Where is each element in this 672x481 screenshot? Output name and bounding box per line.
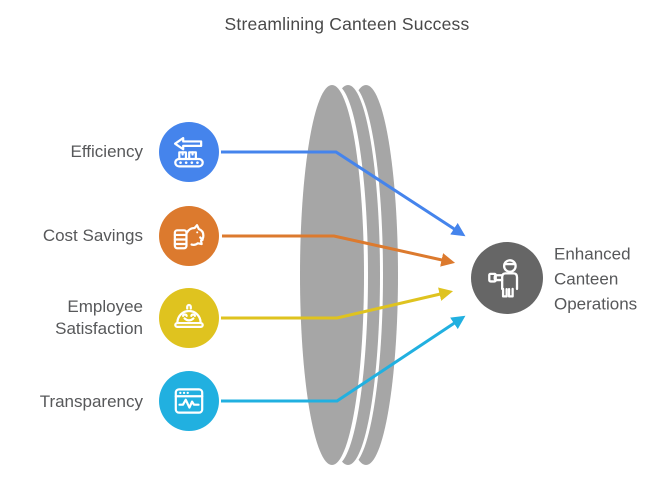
browser-pulse-icon <box>174 388 204 414</box>
lens-shape <box>300 85 398 465</box>
factor-bubble-employee-satisfaction <box>159 288 219 348</box>
factor-label-cost-savings: Cost Savings <box>42 226 143 245</box>
factor-bubble-transparency <box>159 371 219 431</box>
outcome-label: Enhanced Canteen Operations <box>554 244 638 314</box>
waiter-person-icon <box>488 259 519 298</box>
factor-bubble-cost-savings <box>159 206 219 266</box>
connector-transparency <box>221 315 466 403</box>
outcome-bubble <box>471 242 543 314</box>
piggy-bank-coins-icon <box>173 224 205 250</box>
factor-bubble-efficiency <box>159 122 219 182</box>
connector-employee-satisfaction <box>221 287 454 320</box>
smiling-cloche-icon <box>174 303 204 328</box>
conveyor-belt-icon <box>173 136 204 168</box>
connector-cost-savings <box>222 234 456 267</box>
factor-label-transparency: Transparency <box>39 392 143 411</box>
connector-efficiency <box>221 150 466 237</box>
factor-label-employee-satisfaction: Employee Satisfaction <box>55 297 143 338</box>
page-title: Streamlining Canteen Success <box>224 14 470 34</box>
factor-label-efficiency: Efficiency <box>70 142 143 161</box>
